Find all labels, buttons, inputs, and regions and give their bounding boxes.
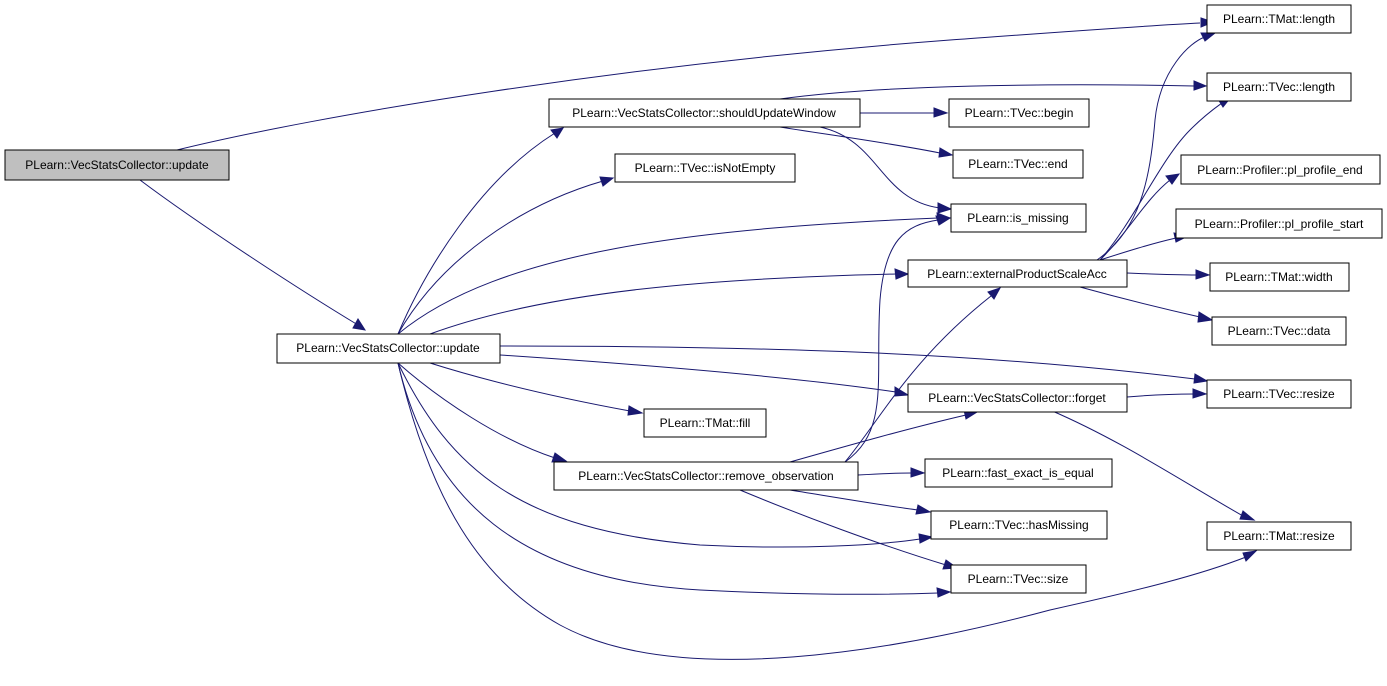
node-label: PLearn::VecStatsCollector::remove_observ…: [578, 469, 833, 483]
node-root-update[interactable]: PLearn::VecStatsCollector::update: [4, 149, 230, 181]
node-remove-observation[interactable]: PLearn::VecStatsCollector::remove_observ…: [553, 461, 859, 491]
edge-update-to-tmat-resize: [397, 362, 1258, 660]
node-fast-exact-is-equal[interactable]: PLearn::fast_exact_is_equal: [924, 458, 1113, 488]
node-label: PLearn::TMat::resize: [1223, 529, 1335, 543]
node-tmat-length[interactable]: PLearn::TMat::length: [1206, 4, 1352, 34]
node-label: PLearn::VecStatsCollector::shouldUpdateW…: [572, 106, 836, 120]
node-tvec-size[interactable]: PLearn::TVec::size: [950, 564, 1087, 594]
edge-epsa-to-plprofileend: [1099, 173, 1181, 261]
node-pl-profile-start[interactable]: PLearn::Profiler::pl_profile_start: [1175, 208, 1383, 239]
edge-removeobservation-to-externalproductscaleacc: [844, 287, 1002, 463]
node-tmat-fill[interactable]: PLearn::TMat::fill: [643, 408, 767, 438]
edge-shouldupdatewindow-to-tvec-begin: [860, 107, 949, 118]
edge-update-to-tvec-size: [397, 362, 952, 598]
node-label: PLearn::TMat::width: [1225, 270, 1332, 284]
edge-update-to-shouldupdatewindow: [397, 127, 564, 335]
node-should-update-window[interactable]: PLearn::VecStatsCollector::shouldUpdateW…: [548, 98, 861, 128]
node-label: PLearn::is_missing: [967, 211, 1068, 225]
node-tmat-width[interactable]: PLearn::TMat::width: [1209, 262, 1350, 292]
node-label: PLearn::TVec::isNotEmpty: [635, 161, 776, 175]
nodes: PLearn::VecStatsCollector::update PLearn…: [4, 4, 1383, 594]
edge-root-to-update: [139, 179, 367, 331]
node-update[interactable]: PLearn::VecStatsCollector::update: [276, 333, 501, 364]
node-tvec-end[interactable]: PLearn::TVec::end: [952, 149, 1084, 179]
node-pl-profile-end[interactable]: PLearn::Profiler::pl_profile_end: [1180, 154, 1381, 185]
node-label: PLearn::TVec::end: [968, 157, 1067, 171]
node-is-not-empty[interactable]: PLearn::TVec::isNotEmpty: [614, 153, 796, 183]
node-label: PLearn::fast_exact_is_equal: [942, 466, 1093, 480]
node-label: PLearn::externalProductScaleAcc: [927, 267, 1106, 281]
edge-shouldupdatewindow-to-is-missing: [819, 126, 953, 214]
edge-update-to-tvec-resize: [499, 345, 1209, 384]
node-label: PLearn::TVec::hasMissing: [949, 518, 1088, 532]
edge-forget-to-tmat-resize: [1049, 409, 1256, 521]
edge-update-to-is-missing: [397, 212, 952, 335]
edge-shouldupdatewindow-to-tvec-length: [779, 80, 1208, 100]
edge-update-to-hasmissing: [397, 362, 934, 548]
edge-epsa-to-tmat-width: [1126, 269, 1211, 280]
node-external-product-scale-acc[interactable]: PLearn::externalProductScaleAcc: [907, 259, 1128, 288]
node-label: PLearn::TVec::data: [1228, 324, 1331, 338]
node-label: PLearn::TVec::resize: [1223, 387, 1335, 401]
edges: [139, 17, 1258, 660]
node-label: PLearn::TMat::length: [1223, 12, 1335, 26]
edge-removeobservation-to-tvec-size: [739, 489, 959, 570]
node-label: PLearn::Profiler::pl_profile_end: [1197, 163, 1362, 177]
edge-shouldupdatewindow-to-tvec-end: [779, 126, 954, 158]
node-label: PLearn::TMat::fill: [660, 416, 751, 430]
edge-removeobservation-to-hasmissing: [789, 489, 932, 515]
node-tvec-data[interactable]: PLearn::TVec::data: [1211, 316, 1347, 346]
node-label: PLearn::VecStatsCollector::update: [296, 341, 480, 355]
node-tvec-begin[interactable]: PLearn::TVec::begin: [948, 98, 1090, 128]
edge-removeobservation-to-is-missing: [844, 215, 952, 463]
edge-removeobservation-to-fastexactisequal: [857, 467, 926, 478]
edge-update-to-fill: [429, 362, 644, 416]
edge-update-to-externalproductscaleacc: [429, 268, 910, 335]
node-label: PLearn::VecStatsCollector::forget: [928, 391, 1106, 405]
node-tmat-resize[interactable]: PLearn::TMat::resize: [1206, 521, 1352, 551]
node-label: PLearn::TVec::size: [968, 572, 1069, 586]
node-label: PLearn::TVec::begin: [965, 106, 1074, 120]
edge-update-to-forget: [499, 354, 910, 397]
node-has-missing[interactable]: PLearn::TVec::hasMissing: [930, 510, 1108, 540]
node-tvec-resize[interactable]: PLearn::TVec::resize: [1206, 379, 1352, 409]
edge-update-to-isnotempty: [397, 176, 615, 335]
edge-removeobservation-to-forget: [789, 409, 979, 463]
edge-epsa-to-tvec-data: [1079, 286, 1214, 323]
node-label: PLearn::TVec::length: [1223, 80, 1335, 94]
node-tvec-length[interactable]: PLearn::TVec::length: [1206, 72, 1352, 102]
node-label: PLearn::Profiler::pl_profile_start: [1195, 217, 1364, 231]
edge-forget-to-tvec-resize: [1126, 388, 1208, 399]
edge-root-to-tmat-length: [176, 17, 1215, 151]
node-forget[interactable]: PLearn::VecStatsCollector::forget: [907, 383, 1128, 413]
node-is-missing[interactable]: PLearn::is_missing: [950, 203, 1087, 233]
node-label: PLearn::VecStatsCollector::update: [25, 158, 209, 172]
